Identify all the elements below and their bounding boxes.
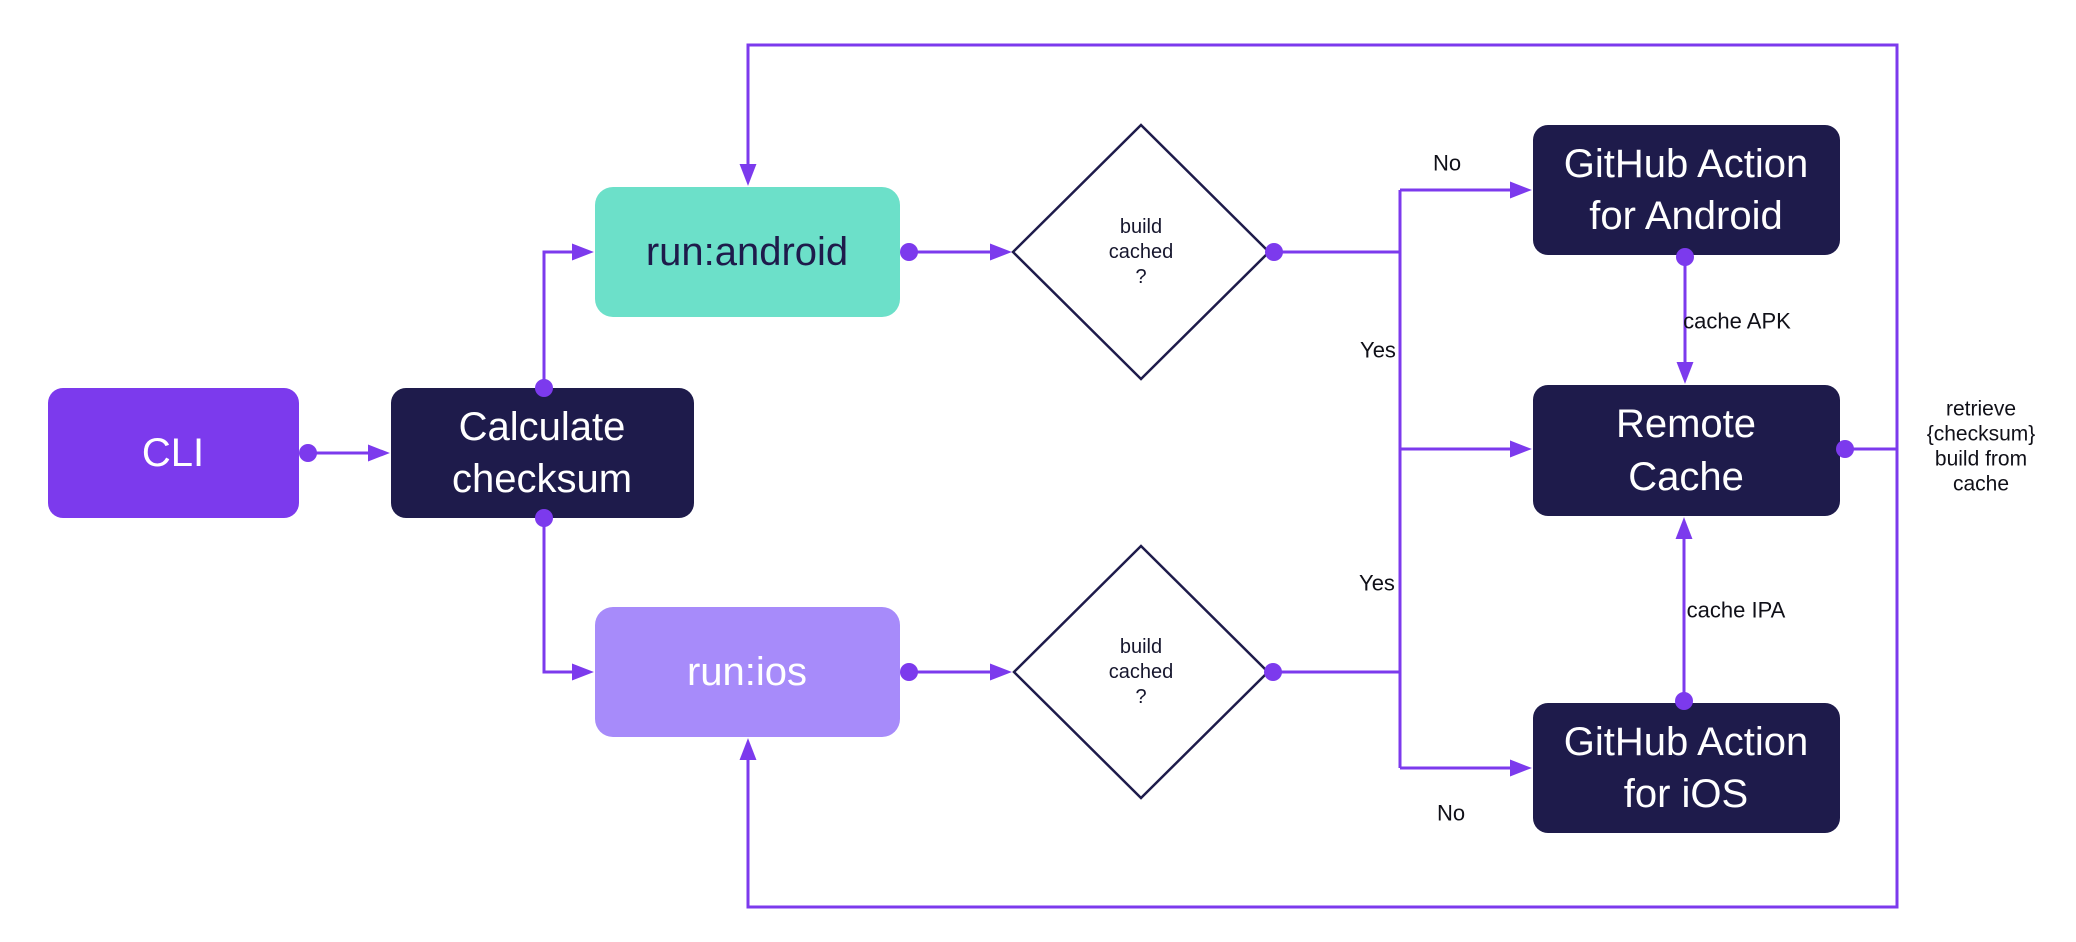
edge-labels: No Yes Yes No cache APK cache IPA retrie… (1359, 151, 2035, 826)
edge-checksum-to-run-ios (542, 518, 594, 681)
node-run-android (595, 187, 900, 317)
node-cli-label: CLI (142, 431, 204, 475)
github-action-android-label-line1: GitHub Action (1564, 142, 1809, 186)
connection-dots (299, 243, 1854, 710)
edge-label-cache-ipa: cache IPA (1687, 598, 1786, 623)
node-cli (48, 388, 299, 518)
edge-label-retrieve-line2: {checksum} (1927, 423, 2036, 446)
edge-label-yes-ios: Yes (1359, 571, 1395, 596)
edge-loop-top-to-run-android (739, 43, 1899, 449)
decision-android-label-line3: ? (1135, 266, 1146, 288)
decision-android-label-line1: build (1120, 216, 1162, 238)
dot-decision-ios-out (1264, 663, 1282, 681)
dot-github-action-android-bottom (1676, 248, 1694, 266)
github-action-ios-label-line2: for iOS (1624, 772, 1748, 816)
dot-cli-out (299, 444, 317, 462)
dot-github-action-ios-top (1675, 692, 1693, 710)
nodes: CLI Calculate checksum run:android run:i… (48, 123, 1840, 833)
edge-label-cache-apk: cache APK (1683, 309, 1791, 334)
node-run-ios-label: run:ios (687, 650, 807, 694)
node-github-action-android (1533, 125, 1840, 255)
node-calculate-checksum-label-line1: Calculate (459, 405, 626, 449)
node-github-action-ios (1533, 703, 1840, 833)
decision-ios-label-line1: build (1120, 636, 1162, 658)
remote-cache-label-line1: Remote (1616, 402, 1756, 446)
dot-decision-android-out (1265, 243, 1283, 261)
edge-label-no-android: No (1433, 151, 1461, 176)
dot-checksum-top (535, 379, 553, 397)
dot-run-android-out (900, 243, 918, 261)
github-action-android-label-line2: for Android (1589, 194, 1782, 238)
decision-ios-label-line3: ? (1135, 686, 1146, 708)
edge-label-retrieve-line4: cache (1953, 473, 2009, 496)
dot-remote-cache-out (1836, 440, 1854, 458)
node-run-ios (595, 607, 900, 737)
decision-android-label-line2: cached (1109, 241, 1174, 263)
remote-cache-label-line2: Cache (1628, 455, 1744, 499)
node-calculate-checksum (391, 388, 694, 518)
node-run-android-label: run:android (646, 230, 848, 274)
edge-checksum-to-run-android (542, 243, 594, 388)
node-calculate-checksum-label-line2: checksum (452, 457, 632, 501)
edges (308, 43, 1899, 909)
decision-ios-label-line2: cached (1109, 661, 1174, 683)
dot-checksum-bottom (535, 509, 553, 527)
edge-label-yes-android: Yes (1360, 338, 1396, 363)
edge-label-no-ios: No (1437, 801, 1465, 826)
github-action-ios-label-line1: GitHub Action (1564, 720, 1809, 764)
edge-loop-bottom-to-run-ios (739, 449, 1899, 909)
node-remote-cache (1533, 385, 1840, 516)
dot-run-ios-out (900, 663, 918, 681)
edge-label-retrieve-line3: build from (1935, 448, 2027, 471)
edge-label-retrieve-line1: retrieve (1946, 398, 2016, 421)
